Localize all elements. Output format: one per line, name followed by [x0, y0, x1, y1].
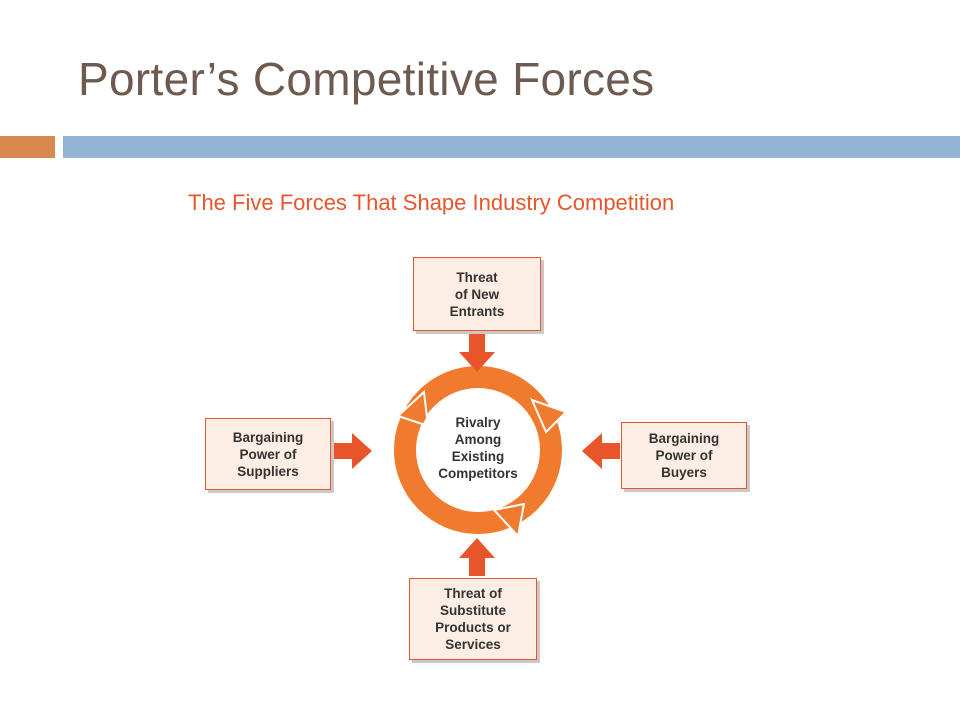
slide-title: Porter’s Competitive Forces — [78, 53, 655, 105]
force-label-suppliers: Bargaining Power of Suppliers — [232, 429, 304, 479]
arrow-right-from-suppliers — [334, 433, 372, 469]
arrow-left-from-buyers — [582, 433, 620, 469]
cycle-arrowhead-right — [530, 398, 568, 434]
force-box-buyers: Bargaining Power of Buyers — [621, 422, 747, 489]
rivalry-center-label: Rivalry Among Existing Competitors — [438, 415, 518, 481]
cycle-arrowhead-bottom — [492, 502, 526, 539]
arrow-up-from-substitutes — [459, 538, 495, 576]
arrow-down-from-new-entrants — [459, 332, 495, 372]
force-box-substitutes: Threat of Substitute Products or Service… — [409, 578, 537, 660]
accent-bar-orange — [0, 136, 55, 158]
diagram-title: The Five Forces That Shape Industry Comp… — [188, 190, 675, 215]
rivalry-cycle-ring — [394, 366, 568, 539]
cycle-arrowhead-top-left — [396, 389, 430, 428]
accent-bar-blue — [63, 136, 960, 158]
force-box-suppliers: Bargaining Power of Suppliers — [205, 418, 331, 490]
rivalry-center: Rivalry Among Existing Competitors — [408, 410, 548, 486]
force-label-buyers: Bargaining Power of Buyers — [648, 431, 720, 480]
force-label-new-entrants: Threat of New Entrants — [449, 269, 505, 319]
force-box-new-entrants: Threat of New Entrants — [413, 257, 541, 331]
force-label-substitutes: Threat of Substitute Products or Service… — [435, 586, 511, 652]
